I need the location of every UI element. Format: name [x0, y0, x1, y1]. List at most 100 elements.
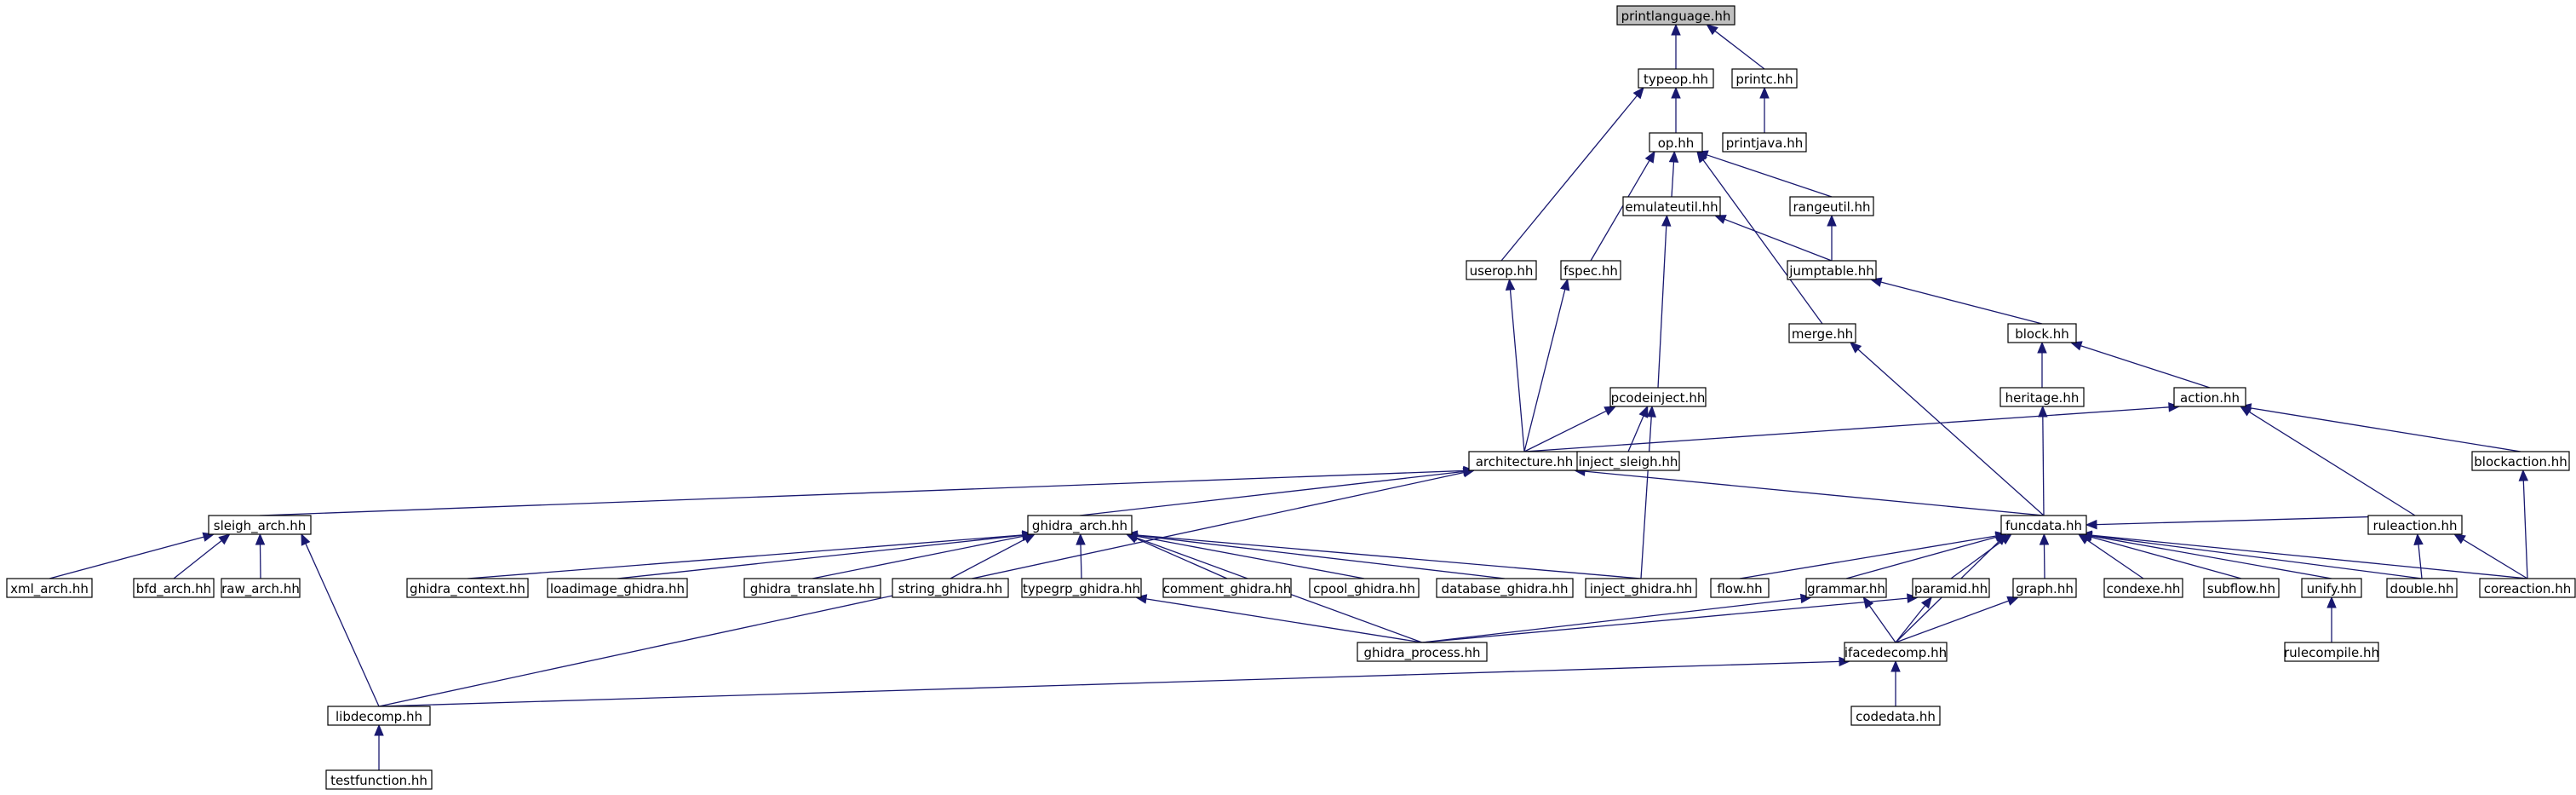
edge-ifacedecomp-to-paramid	[1895, 604, 1926, 643]
node-box	[2173, 387, 2246, 407]
node-label: inject_ghidra.hh	[1590, 581, 1693, 597]
node-string-ghidra[interactable]: string_ghidra.hh	[892, 578, 1009, 598]
node-ifacedecomp[interactable]: ifacedecomp.hh	[1844, 642, 1948, 662]
node-libdecomp[interactable]: libdecomp.hh	[327, 706, 431, 726]
node-testfunction[interactable]: testfunction.hh	[325, 769, 433, 790]
node-box	[1466, 260, 1537, 280]
node-ghidra-context[interactable]: ghidra_context.hh	[406, 578, 529, 598]
node-printc[interactable]: printc.hh	[1731, 68, 1798, 89]
node-box	[2000, 515, 2087, 535]
node-label: emulateutil.hh	[1625, 199, 1718, 215]
node-label: graph.hh	[2016, 581, 2074, 596]
node-grammar[interactable]: grammar.hh	[1805, 578, 1887, 598]
edge-coreaction-to-funcdata	[2091, 534, 2528, 579]
node-ghidra-translate[interactable]: ghidra_translate.hh	[743, 578, 881, 598]
node-label: merge.hh	[1792, 326, 1853, 342]
node-box	[1850, 706, 1941, 726]
node-label: action.hh	[2180, 390, 2240, 406]
node-inject-sleigh[interactable]: inject_sleigh.hh	[1576, 451, 1680, 471]
node-ghidra-arch[interactable]: ghidra_arch.hh	[1027, 515, 1133, 535]
node-inject-ghidra[interactable]: inject_ghidra.hh	[1585, 578, 1697, 598]
edge-libdecomp-to-ifacedecomp	[378, 660, 1840, 707]
node-box	[1710, 578, 1770, 598]
arrowhead-ifacedecomp-to-graph	[2006, 596, 2020, 606]
edge-libdecomp-to-sleigh_arch	[305, 543, 380, 707]
edge-ifacedecomp-to-graph	[1895, 600, 2009, 643]
node-userop[interactable]: userop.hh	[1466, 260, 1537, 280]
node-coreaction[interactable]: coreaction.hh	[2479, 578, 2576, 598]
node-label: ghidra_translate.hh	[750, 581, 875, 597]
node-double[interactable]: double.hh	[2386, 578, 2458, 598]
node-box	[1609, 387, 1707, 407]
edges-layer	[49, 23, 2529, 770]
node-fspec[interactable]: fspec.hh	[1560, 260, 1621, 280]
node-box	[1787, 260, 1877, 280]
edge-inject_ghidra-to-ghidra_arch	[1136, 534, 1642, 579]
node-merge[interactable]: merge.hh	[1788, 323, 1856, 343]
node-graph[interactable]: graph.hh	[2012, 578, 2077, 598]
node-label: heritage.hh	[2005, 390, 2080, 406]
node-label: cpool_ghidra.hh	[1313, 581, 1415, 597]
node-cpool-ghidra[interactable]: cpool_ghidra.hh	[1309, 578, 1420, 598]
node-pcodeinject[interactable]: pcodeinject.hh	[1609, 387, 1707, 407]
node-block[interactable]: block.hh	[2007, 323, 2077, 343]
node-typegrp-ghidra[interactable]: typegrp_ghidra.hh	[1021, 578, 1142, 598]
node-label: fspec.hh	[1563, 263, 1618, 279]
arrowhead-op-to-typeop	[1671, 86, 1681, 99]
node-raw-arch[interactable]: raw_arch.hh	[221, 578, 301, 598]
node-jumptable[interactable]: jumptable.hh	[1787, 260, 1877, 280]
node-database-ghidra[interactable]: database_ghidra.hh	[1436, 578, 1574, 598]
edge-ghidra_arch-to-architecture	[1079, 470, 1465, 516]
node-label: userop.hh	[1470, 263, 1534, 279]
node-comment-ghidra[interactable]: comment_ghidra.hh	[1162, 578, 1292, 598]
nodes-layer: printlanguage.hh typeop.hh printc.hh op.hh p…	[6, 5, 2576, 790]
node-bfd-arch[interactable]: bfd_arch.hh	[133, 578, 215, 598]
node-rangeutil[interactable]: rangeutil.hh	[1789, 196, 1874, 216]
node-funcdata[interactable]: funcdata.hh	[2000, 515, 2087, 535]
edge-database_ghidra-to-ghidra_arch	[1136, 534, 1506, 579]
node-subflow[interactable]: subflow.hh	[2203, 578, 2280, 598]
node-printlanguage[interactable]: printlanguage.hh	[1616, 5, 1736, 26]
node-ghidra-process[interactable]: ghidra_process.hh	[1357, 642, 1488, 662]
node-heritage[interactable]: heritage.hh	[1999, 387, 2085, 407]
node-emulateutil[interactable]: emulateutil.hh	[1622, 196, 1721, 216]
node-label: codedata.hh	[1856, 709, 1936, 724]
node-typeop[interactable]: typeop.hh	[1638, 68, 1714, 89]
node-box	[325, 769, 433, 790]
edge-architecture-to-pcodeinject	[1523, 410, 1607, 452]
edge-ruleaction-to-action	[2248, 411, 2416, 516]
node-op[interactable]: op.hh	[1649, 132, 1703, 153]
node-label: block.hh	[2015, 326, 2069, 342]
node-label: ghidra_process.hh	[1364, 645, 1481, 661]
node-architecture[interactable]: architecture.hh	[1468, 451, 1581, 471]
node-rulecompile[interactable]: rulecompile.hh	[2284, 642, 2379, 662]
edge-architecture-to-userop	[1509, 289, 1525, 452]
node-box	[1021, 578, 1142, 598]
node-label: printc.hh	[1736, 72, 1793, 87]
arrowhead-coreaction-to-blockaction	[2518, 469, 2529, 481]
node-printjava[interactable]: printjava.hh	[1722, 132, 1807, 153]
node-label: condexe.hh	[2107, 581, 2181, 596]
node-label: architecture.hh	[1476, 454, 1574, 470]
node-paramid[interactable]: paramid.hh	[1912, 578, 1990, 598]
node-xml-arch[interactable]: xml_arch.hh	[6, 578, 93, 598]
node-box	[2284, 642, 2379, 662]
arrowhead-architecture-to-userop	[1505, 278, 1516, 291]
edge-cpool_ghidra-to-ghidra_arch	[1136, 535, 1365, 579]
arrowhead-codedata-to-ifacedecomp	[1890, 660, 1901, 672]
node-codedata[interactable]: codedata.hh	[1850, 706, 1941, 726]
node-box	[1999, 387, 2085, 407]
node-label: rangeutil.hh	[1793, 199, 1870, 215]
node-flow[interactable]: flow.hh	[1710, 578, 1770, 598]
node-loadimage-ghidra[interactable]: loadimage_ghidra.hh	[547, 578, 688, 598]
arrowhead-raw_arch-to-sleigh_arch	[255, 533, 266, 545]
node-blockaction[interactable]: blockaction.hh	[2471, 451, 2570, 471]
node-label: ruleaction.hh	[2372, 518, 2457, 533]
node-sleigh-arch[interactable]: sleigh_arch.hh	[208, 515, 312, 535]
node-action[interactable]: action.hh	[2173, 387, 2246, 407]
node-unify[interactable]: unify.hh	[2301, 578, 2362, 598]
node-condexe[interactable]: condexe.hh	[2103, 578, 2183, 598]
node-ruleaction[interactable]: ruleaction.hh	[2367, 515, 2463, 535]
node-label: inject_sleigh.hh	[1579, 454, 1678, 470]
